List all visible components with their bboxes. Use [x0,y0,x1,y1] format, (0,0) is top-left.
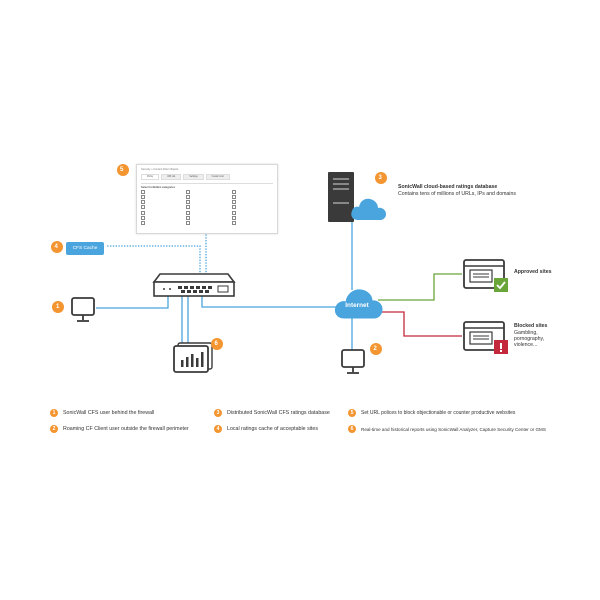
report-chart-icon [173,342,213,373]
panel-divider [141,183,273,184]
category-checkbox-row[interactable] [186,200,227,205]
pc-icon [71,297,95,322]
category-checkbox-row[interactable] [231,210,273,216]
badge-6 [211,338,223,350]
panel-column [186,190,227,226]
approved-sites-label: Approved sites [514,269,552,275]
cloud-db-subtitle: Contains tens of millions of URLs, IPs a… [398,191,516,197]
category-checkbox-row[interactable] [186,205,227,210]
panel-tab-settings[interactable]: Settings [183,174,204,180]
category-checkbox-row[interactable] [231,220,273,226]
panel-column [141,190,182,226]
category-checkbox-row[interactable] [186,195,227,200]
panel-tab-uri-list[interactable]: URI List [161,174,182,180]
category-checkbox-row[interactable] [141,220,182,226]
legend-badge: 2 [50,425,58,433]
legend-item-2: 2 Roaming CF Client user outside the fir… [50,425,189,433]
badge-5-text: 5 [120,166,124,173]
category-checkbox-row[interactable] [186,220,227,226]
link-firewall-internet [201,296,338,308]
panel-tab-custom-list[interactable]: Custom List [205,174,230,180]
legend-item-1: 1 SonicWall CFS user behind the firewall [50,409,154,417]
firewall-appliance-icon [152,273,236,297]
category-checkbox-row[interactable] [186,215,227,221]
badge-3-text: 3 [378,174,382,181]
pc-icon [341,349,365,374]
legend-text: Real-time and historical reports using S… [361,426,546,432]
legend-item-3: 3 Distributed SonicWall CFS ratings data… [214,409,330,417]
category-checkbox-row[interactable] [231,200,273,205]
cfs-policy-panel: Security » Content Filter Objects Policy… [136,164,278,234]
blocked-sites-label: Blocked sites [514,323,548,329]
blocked-line-2: pornography, [514,336,545,342]
panel-tab-policy[interactable]: Policy [141,174,160,180]
badge-3 [375,172,387,184]
category-checkbox-row[interactable] [141,215,182,221]
badges [51,164,387,355]
legend-badge: 3 [214,409,222,417]
legend-text: SonicWall CFS user behind the firewall [63,410,155,416]
link-firewall-cache [106,245,201,275]
category-checkbox-row[interactable] [141,190,182,195]
blocked-line-1: Gambling, [514,330,538,336]
category-checkbox-row[interactable] [141,195,182,200]
legend-badge: 6 [348,425,356,433]
category-checkbox-row[interactable] [141,205,182,210]
checkmark-icon [494,278,508,292]
category-checkbox-row[interactable] [141,210,182,216]
legend-text: Local ratings cache of acceptable sites [227,426,318,432]
link-pc1-firewall [96,296,169,309]
category-checkbox-row[interactable] [231,190,273,195]
badge-4-text: 4 [54,243,58,250]
badge-2-text: 2 [373,345,377,352]
server-icon [328,172,354,222]
badge-1 [52,301,64,313]
cloud-db-title: SonicWall cloud-based ratings database [398,184,498,190]
category-checkbox-row[interactable] [141,200,182,205]
connection-lines [96,222,462,350]
badge-4 [51,241,63,253]
panel-tabs: Policy URI List Settings Custom List [137,174,277,180]
category-checkbox-row[interactable] [231,205,273,210]
cloud-icon [351,198,386,220]
category-checkbox-row[interactable] [186,210,227,216]
cfs-cache-box: CFS Cache [66,242,104,255]
panel-breadcrumb: Security » Content Filter Objects [141,168,179,171]
category-checkbox-row[interactable] [231,215,273,221]
legend-item-4: 4 Local ratings cache of acceptable site… [214,425,318,433]
legend-text: Distributed SonicWall CFS ratings databa… [227,410,330,416]
category-checkbox-row[interactable] [186,190,227,195]
legend-text: Set URL polices to block objectionable o… [361,410,516,416]
category-checkbox-row[interactable] [231,195,273,200]
badge-2 [370,343,382,355]
internet-label: Internet [345,302,369,309]
panel-column [231,190,273,226]
blocked-line-3: violence... [514,342,538,348]
link-blocked [378,311,462,337]
badge-1-text: 1 [56,303,60,310]
legend-badge: 4 [214,425,222,433]
legend-badge: 1 [50,409,58,417]
legend-text: Roaming CF Client user outside the firew… [63,426,189,432]
panel-category-columns [137,189,277,227]
legend-badge: 5 [348,409,356,417]
badge-6-text: 6 [214,340,218,347]
link-approved [378,273,462,301]
legend-item-5: 5 Set URL polices to block objectionable… [348,409,515,417]
badge-5 [117,164,129,176]
alert-icon [494,340,508,354]
legend-item-6: 6 Real-time and historical reports using… [348,425,546,433]
cloud-icon [334,289,383,319]
panel-section-title: Select forbidden categories [141,186,176,189]
